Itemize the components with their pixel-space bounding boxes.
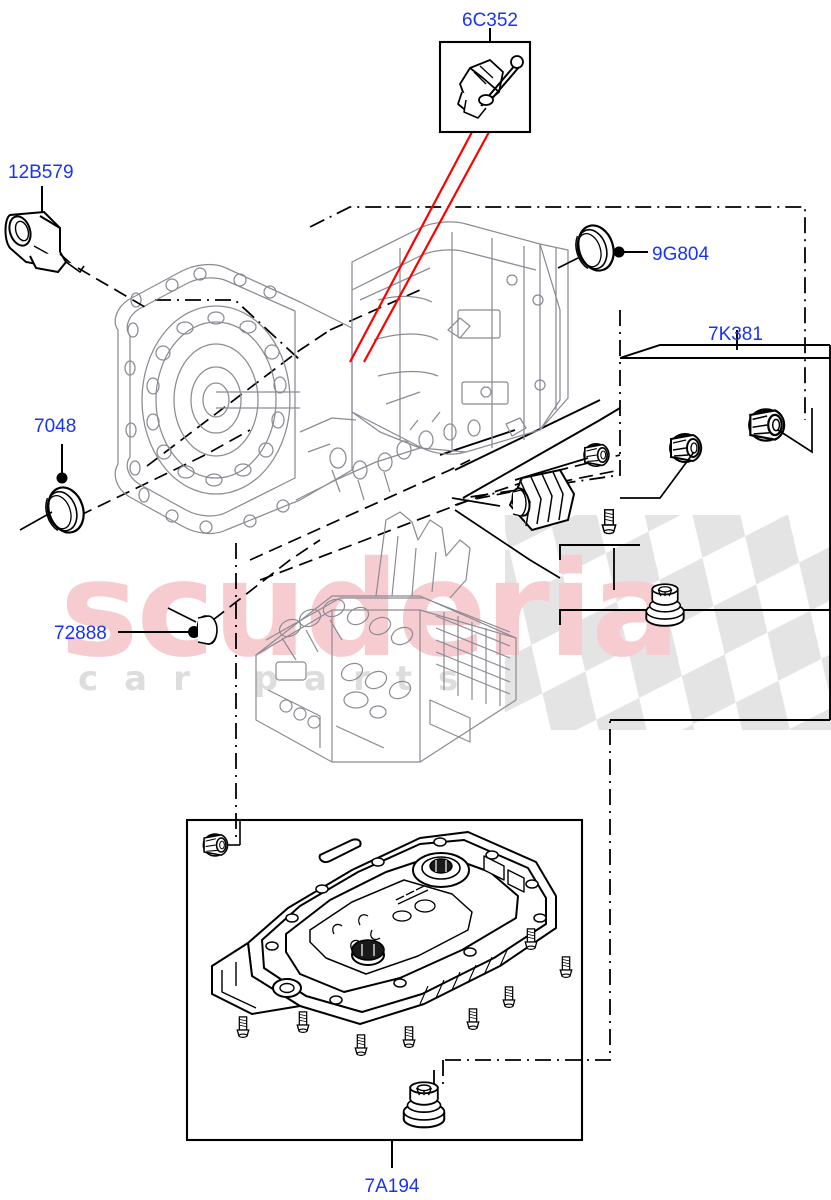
seal-kit-group — [451, 408, 813, 627]
bracket-plug-small — [559, 544, 640, 560]
pan-floor — [309, 879, 473, 975]
part-labels-layer: 6C352 12B579 9G804 7K381 7048 72888 7A19… — [8, 10, 763, 1197]
watermark-layer: scuderia car parts — [60, 515, 831, 730]
drain-plug-group — [402, 1070, 446, 1129]
pan-bolt-3 — [354, 1034, 368, 1057]
oil-pan-assembly-box — [185, 818, 584, 1168]
solenoid-inset-group — [438, 28, 532, 134]
output-seal-drawing — [571, 219, 621, 277]
output-seal-pointer — [557, 257, 579, 269]
sealing-plug-drawing — [196, 615, 218, 645]
pan-bolt-1 — [236, 1016, 250, 1039]
sealing-plug-pointer — [167, 607, 197, 623]
speed-sensor-dash-leader — [77, 267, 151, 311]
label-72888[interactable]: 72888 — [54, 623, 107, 644]
transmission-housing-drawing — [114, 221, 569, 535]
leader-72888-dash — [212, 539, 321, 621]
pan-bolt-8 — [524, 928, 538, 951]
label-12b579[interactable]: 12B579 — [8, 162, 74, 183]
label-7048[interactable]: 7048 — [34, 416, 76, 437]
solenoid-valve-drawing — [457, 55, 524, 119]
leader-7048-dash — [59, 429, 251, 526]
converter-seal-leader-dot — [56, 472, 68, 484]
filler-plug-cap — [645, 583, 685, 627]
pan-bolt-6 — [502, 986, 516, 1009]
leader-valvebody-dash2 — [259, 469, 621, 581]
oil-pan-drawing — [202, 820, 557, 1025]
red-leader-line-1 — [349, 131, 473, 363]
grommet-large — [748, 408, 786, 442]
red-leader-line-2 — [363, 131, 490, 363]
leader-valvebody-dash — [249, 459, 471, 561]
grommet-large-pointer — [777, 408, 813, 454]
speed-sensor-group — [4, 186, 151, 311]
highlight-leader-lines — [349, 131, 490, 363]
oil-pan-box-outline — [185, 818, 584, 1142]
bracket-7k381-top2 — [619, 344, 830, 359]
label-7a194[interactable]: 7A194 — [365, 1176, 420, 1197]
pan-gasket-strip — [318, 838, 362, 864]
drain-plug-cap — [402, 1081, 446, 1129]
valve-body-drawing — [255, 511, 517, 763]
bellows-pointer — [451, 497, 501, 507]
label-9g804[interactable]: 9G804 — [652, 244, 709, 265]
leader-converter-axis-2 — [329, 289, 421, 331]
pan-grommet — [202, 833, 229, 857]
plug-cap-long-pointer — [454, 509, 561, 579]
grommet-mid-pointer — [620, 451, 695, 499]
watermark-tagline-text: car parts — [78, 659, 484, 699]
output-seal-group — [557, 219, 648, 277]
boundary-top-right — [309, 206, 806, 420]
grommet-small-1 — [583, 442, 610, 468]
converter-seal-group — [19, 444, 91, 539]
speed-sensor-drawing — [4, 210, 85, 274]
small-screw — [601, 509, 617, 535]
bellows-boot-drawing — [508, 468, 576, 532]
pan-bolt-2 — [296, 1011, 310, 1034]
converter-seal-drawing — [41, 481, 91, 539]
bracket-seal-line-a — [454, 399, 601, 471]
bracket-7k381-a — [462, 407, 621, 499]
boundary-lower-right — [445, 720, 611, 1061]
grommet-mid — [669, 433, 703, 463]
label-6c352[interactable]: 6C352 — [462, 10, 518, 31]
pan-bolt-7 — [559, 956, 573, 979]
converter-seal-pointer — [19, 511, 53, 531]
leader-converter-axis — [146, 329, 331, 467]
bracket-plug-lower — [559, 609, 830, 625]
output-seal-leader-dot — [613, 246, 625, 258]
sealing-plug-group — [118, 607, 218, 645]
pan-bolt-5 — [466, 1008, 480, 1031]
label-7k381[interactable]: 7K381 — [708, 324, 763, 345]
pan-bolt-4 — [402, 1026, 416, 1049]
